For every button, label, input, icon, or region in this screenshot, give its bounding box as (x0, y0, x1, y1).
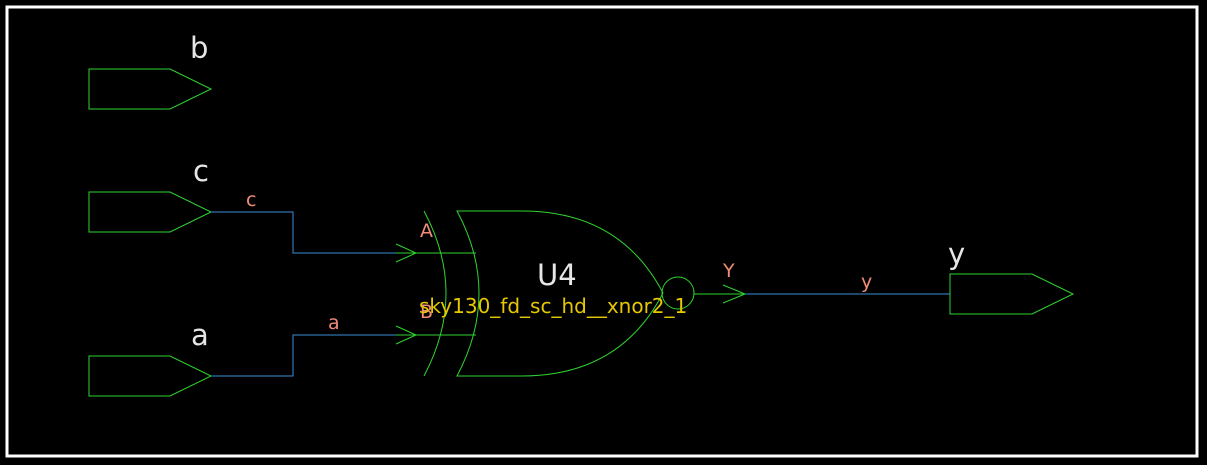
pin-y-arrow (722, 284, 747, 304)
port-c-label: c (193, 154, 209, 188)
port-b-symbol (88, 68, 213, 110)
net-y-label: y (861, 271, 872, 293)
instance-name: U4 (537, 258, 577, 292)
inversion-bubble (661, 276, 695, 310)
port-y-symbol (949, 273, 1075, 315)
xnor-input-arc (423, 210, 447, 377)
net-a[interactable]: a (211, 312, 410, 377)
pin-b-arrow (395, 325, 418, 345)
port-c-symbol (88, 191, 213, 233)
input-port-b[interactable]: b (88, 31, 213, 110)
pin-b-label: B (420, 301, 433, 323)
input-port-a[interactable]: a (88, 318, 213, 397)
schematic-frame (5, 5, 1199, 458)
output-port-y[interactable]: y (948, 237, 1075, 315)
port-a-label: a (191, 318, 209, 352)
net-c-wire (211, 211, 410, 254)
port-y-label: y (948, 237, 965, 271)
net-a-wire (211, 334, 410, 377)
xnor-body (456, 210, 664, 377)
port-a-symbol (88, 355, 213, 397)
net-c-label: c (246, 189, 256, 211)
net-y[interactable]: y (745, 271, 950, 295)
net-a-label: a (328, 312, 340, 334)
pin-y-label: Y (722, 260, 735, 282)
port-b-label: b (190, 31, 208, 65)
net-c[interactable]: c (211, 189, 410, 254)
input-port-c[interactable]: c (88, 154, 213, 233)
xnor-gate-u4[interactable]: A B Y U4 sky130_fd_sc_hd__xnor2_1 (395, 210, 747, 377)
pin-a-label: A (420, 220, 433, 242)
cell-name: sky130_fd_sc_hd__xnor2_1 (419, 294, 687, 318)
pin-a-arrow (395, 243, 418, 263)
